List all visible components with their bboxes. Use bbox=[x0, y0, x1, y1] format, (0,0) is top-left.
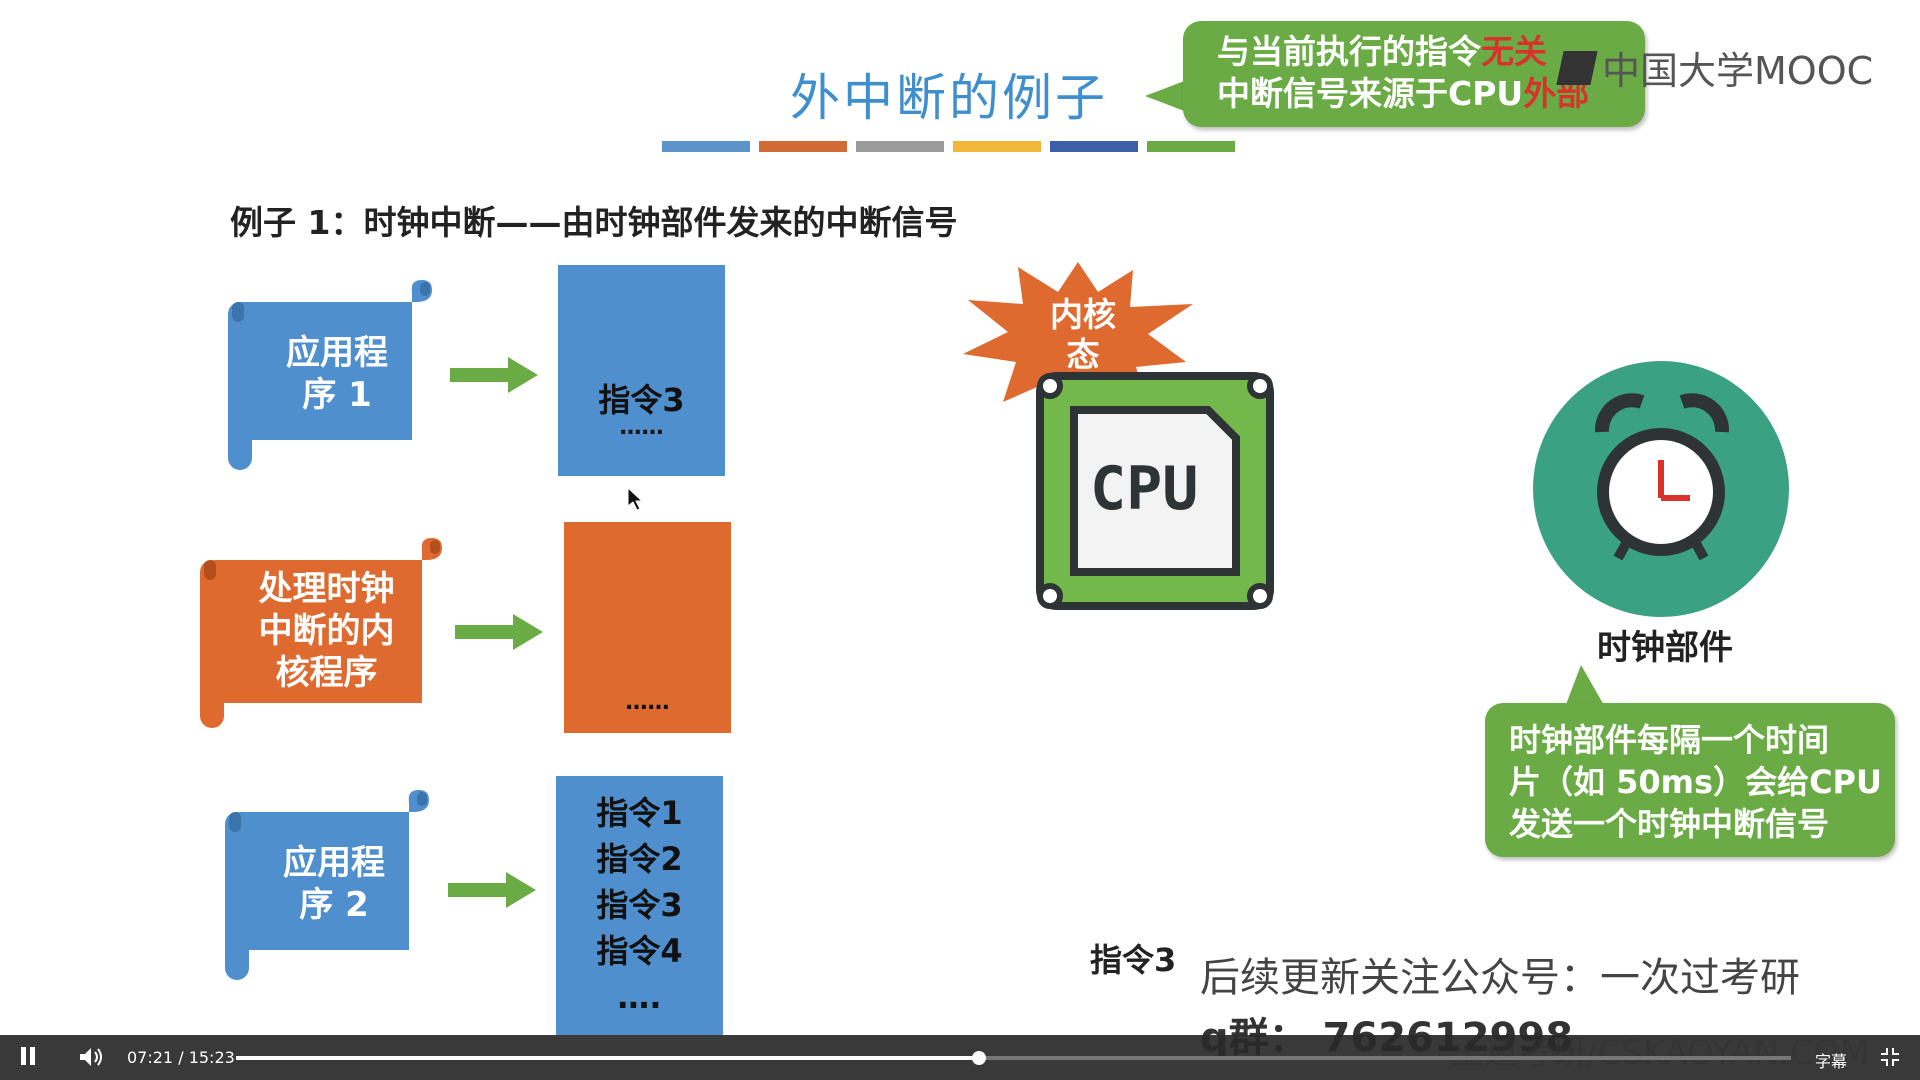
kernel-mode-label: 内核 态 bbox=[1028, 295, 1138, 375]
pause-icon bbox=[21, 1047, 35, 1065]
box3-item: 指令4 bbox=[596, 932, 683, 970]
scroll-3-line2: 序 2 bbox=[299, 885, 369, 925]
scroll-2-text: 处理时钟 中断的内 核程序 bbox=[224, 568, 429, 694]
box3-item: …. bbox=[617, 978, 662, 1016]
scroll-2-line2: 中断的内 bbox=[258, 611, 395, 651]
scroll-shape bbox=[200, 538, 442, 728]
scroll-3-line1: 应用程 bbox=[283, 843, 385, 883]
title-color-bar bbox=[662, 141, 1236, 152]
color-bar-segment bbox=[953, 141, 1041, 152]
exit-fullscreen-icon bbox=[1881, 1048, 1899, 1066]
scroll-app-program-2: 应用程 序 2 bbox=[225, 790, 430, 980]
volume-button[interactable] bbox=[78, 1046, 104, 1072]
bubble-top-line1-red: 无关 bbox=[1481, 32, 1547, 71]
total-time: 15:23 bbox=[188, 1048, 235, 1067]
progress-track[interactable] bbox=[236, 1051, 1791, 1065]
progress-thumb[interactable] bbox=[972, 1051, 987, 1065]
arrow-right-icon bbox=[448, 872, 536, 908]
color-bar-segment bbox=[662, 141, 750, 152]
box3-list: 指令1 指令2 指令3 指令4 …. bbox=[556, 790, 723, 1020]
scroll-1-line2: 序 1 bbox=[302, 375, 372, 415]
arrow-right-icon bbox=[455, 614, 543, 650]
slide-title: 外中断的例子 bbox=[790, 69, 1108, 127]
scroll-1-text: 应用程 序 1 bbox=[252, 332, 422, 416]
alarm-clock-icon bbox=[1533, 361, 1789, 617]
kernel-mode-line1: 内核 bbox=[1050, 295, 1116, 334]
mooc-logo: 中国大学MOOC bbox=[1556, 40, 1874, 95]
scroll-app-program-1: 应用程 序 1 bbox=[228, 280, 433, 470]
arrow-right-icon bbox=[450, 357, 538, 393]
example-heading: 例子 1：时钟中断——由时钟部件发来的中断信号 bbox=[230, 203, 958, 242]
color-bar-segment bbox=[856, 141, 944, 152]
kernel-mode-line2: 态 bbox=[1066, 335, 1100, 374]
video-player-bar: 07:21 / 15:23 字幕 bbox=[0, 1035, 1920, 1080]
instruction-box-1: 指令3 …… bbox=[558, 265, 725, 476]
color-bar-segment bbox=[759, 141, 847, 152]
scroll-shape bbox=[228, 280, 432, 470]
scroll-kernel-handler: 处理时钟 中断的内 核程序 bbox=[200, 538, 443, 728]
bubble-right-line3: 发送一个时钟中断信号 bbox=[1509, 805, 1830, 843]
scroll-2-line1: 处理时钟 bbox=[258, 569, 395, 609]
scroll-shape bbox=[225, 790, 429, 980]
bubble-top-tail bbox=[1145, 80, 1187, 112]
box3-item: 指令3 bbox=[596, 886, 683, 924]
footer-note: 后续更新关注公众号：一次过考研 bbox=[1200, 955, 1800, 1001]
instruction-box-3: 指令1 指令2 指令3 指令4 …. bbox=[556, 776, 723, 1035]
scroll-3-text: 应用程 序 2 bbox=[249, 842, 419, 926]
kernel-box: …… bbox=[564, 522, 731, 733]
time-separator: / bbox=[178, 1048, 184, 1067]
bubble-right-line1: 时钟部件每隔一个时间 bbox=[1509, 721, 1830, 759]
bubble-right-tail bbox=[1565, 665, 1605, 707]
cpu-label: CPU bbox=[1090, 454, 1199, 524]
box3-item: 指令1 bbox=[596, 794, 683, 832]
callout-bubble-clock: 时钟部件每隔一个时间 片（如 50ms）会给CPU 发送一个时钟中断信号 bbox=[1485, 703, 1895, 857]
footer-instruction: 指令3 bbox=[1090, 941, 1177, 979]
box3-item: 指令2 bbox=[596, 840, 683, 878]
bubble-top-line1: 与当前执行的指令无关 bbox=[1217, 31, 1645, 73]
exit-fullscreen-button[interactable] bbox=[1880, 1047, 1900, 1071]
pause-button[interactable] bbox=[20, 1045, 36, 1073]
clock-label: 时钟部件 bbox=[1597, 628, 1733, 668]
bubble-top-line1-text: 与当前执行的指令 bbox=[1217, 32, 1481, 71]
mouse-cursor-icon bbox=[628, 488, 644, 511]
color-bar-segment bbox=[1147, 141, 1235, 152]
progress-fill bbox=[236, 1056, 980, 1060]
bubble-top-line2-text: 中断信号来源于CPU bbox=[1217, 74, 1524, 113]
mooc-cube-icon bbox=[1556, 50, 1598, 85]
cpu-chip-icon bbox=[1036, 372, 1274, 610]
bubble-top-line2: 中断信号来源于CPU外部 bbox=[1217, 73, 1645, 115]
bubble-right-line2: 片（如 50ms）会给CPU bbox=[1509, 763, 1882, 801]
mooc-logo-text: 中国大学MOOC bbox=[1602, 49, 1874, 93]
color-bar-segment bbox=[1050, 141, 1138, 152]
box1-ellipsis: …… bbox=[619, 415, 664, 440]
box2-ellipsis: …… bbox=[625, 690, 670, 715]
scroll-2-line3: 核程序 bbox=[275, 653, 378, 693]
current-time: 07:21 bbox=[127, 1048, 174, 1067]
box1-instruction: 指令3 bbox=[598, 381, 685, 419]
scroll-1-line1: 应用程 bbox=[286, 333, 388, 373]
subtitle-button[interactable]: 字幕 bbox=[1815, 1052, 1848, 1071]
volume-icon bbox=[80, 1048, 102, 1066]
time-display: 07:21 / 15:23 bbox=[127, 1048, 235, 1067]
